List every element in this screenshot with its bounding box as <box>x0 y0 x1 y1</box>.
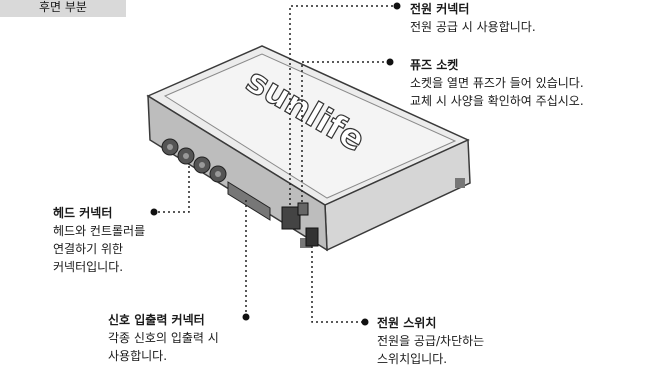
callout-power-connector: 전원 커넥터 전원 공급 시 사용합니다. <box>410 0 536 36</box>
power-connector-title: 전원 커넥터 <box>410 2 470 16</box>
power-connector-desc: 전원 공급 시 사용합니다. <box>410 20 536 34</box>
fuse-socket-desc-line2: 교체 시 사양을 확인하여 주십시오. <box>410 94 584 108</box>
leader-head-connector <box>154 166 190 213</box>
power-switch-desc-line2: 스위치입니다. <box>377 352 448 366</box>
head-connector-title: 헤드 커넥터 <box>53 206 113 220</box>
callout-head-connector: 헤드 커넥터 헤드와 컨트롤러를 연결하기 위한 커넥터입니다. <box>53 204 145 276</box>
callout-signal-io-connector: 신호 입출력 커넥터 각종 신호의 입출력 시 사용합니다. <box>108 311 219 365</box>
signal-io-title: 신호 입출력 커넥터 <box>108 313 205 327</box>
power-switch-port <box>305 227 319 247</box>
power-switch-desc-line1: 전원을 공급/차단하는 <box>377 334 485 348</box>
signal-io-desc-line1: 각종 신호의 입출력 시 <box>108 331 219 345</box>
fuse-socket-title: 퓨즈 소켓 <box>410 58 459 72</box>
head-connector-desc-line1: 헤드와 컨트롤러를 <box>53 224 146 238</box>
power-connector-port <box>281 206 301 230</box>
leader-power-connector <box>289 5 397 205</box>
head-connector-desc-line2: 연결하기 위한 <box>53 242 124 256</box>
fuse-socket-port <box>297 202 309 216</box>
leader-power-switch <box>311 246 365 323</box>
section-label: 후면 부분 <box>0 0 126 17</box>
fuse-socket-desc-line1: 소켓을 열면 퓨즈가 들어 있습니다. <box>410 76 584 90</box>
head-connector-desc-line3: 커넥터입니다. <box>53 260 124 274</box>
signal-io-port <box>227 181 271 221</box>
signal-io-desc-line2: 사용합니다. <box>108 349 168 363</box>
callout-power-switch: 전원 스위치 전원을 공급/차단하는 스위치입니다. <box>377 314 484 368</box>
leader-fuse-socket <box>301 61 390 202</box>
power-switch-title: 전원 스위치 <box>377 316 437 330</box>
callout-fuse-socket: 퓨즈 소켓 소켓을 열면 퓨즈가 들어 있습니다. 교체 시 사양을 확인하여 … <box>410 56 584 110</box>
